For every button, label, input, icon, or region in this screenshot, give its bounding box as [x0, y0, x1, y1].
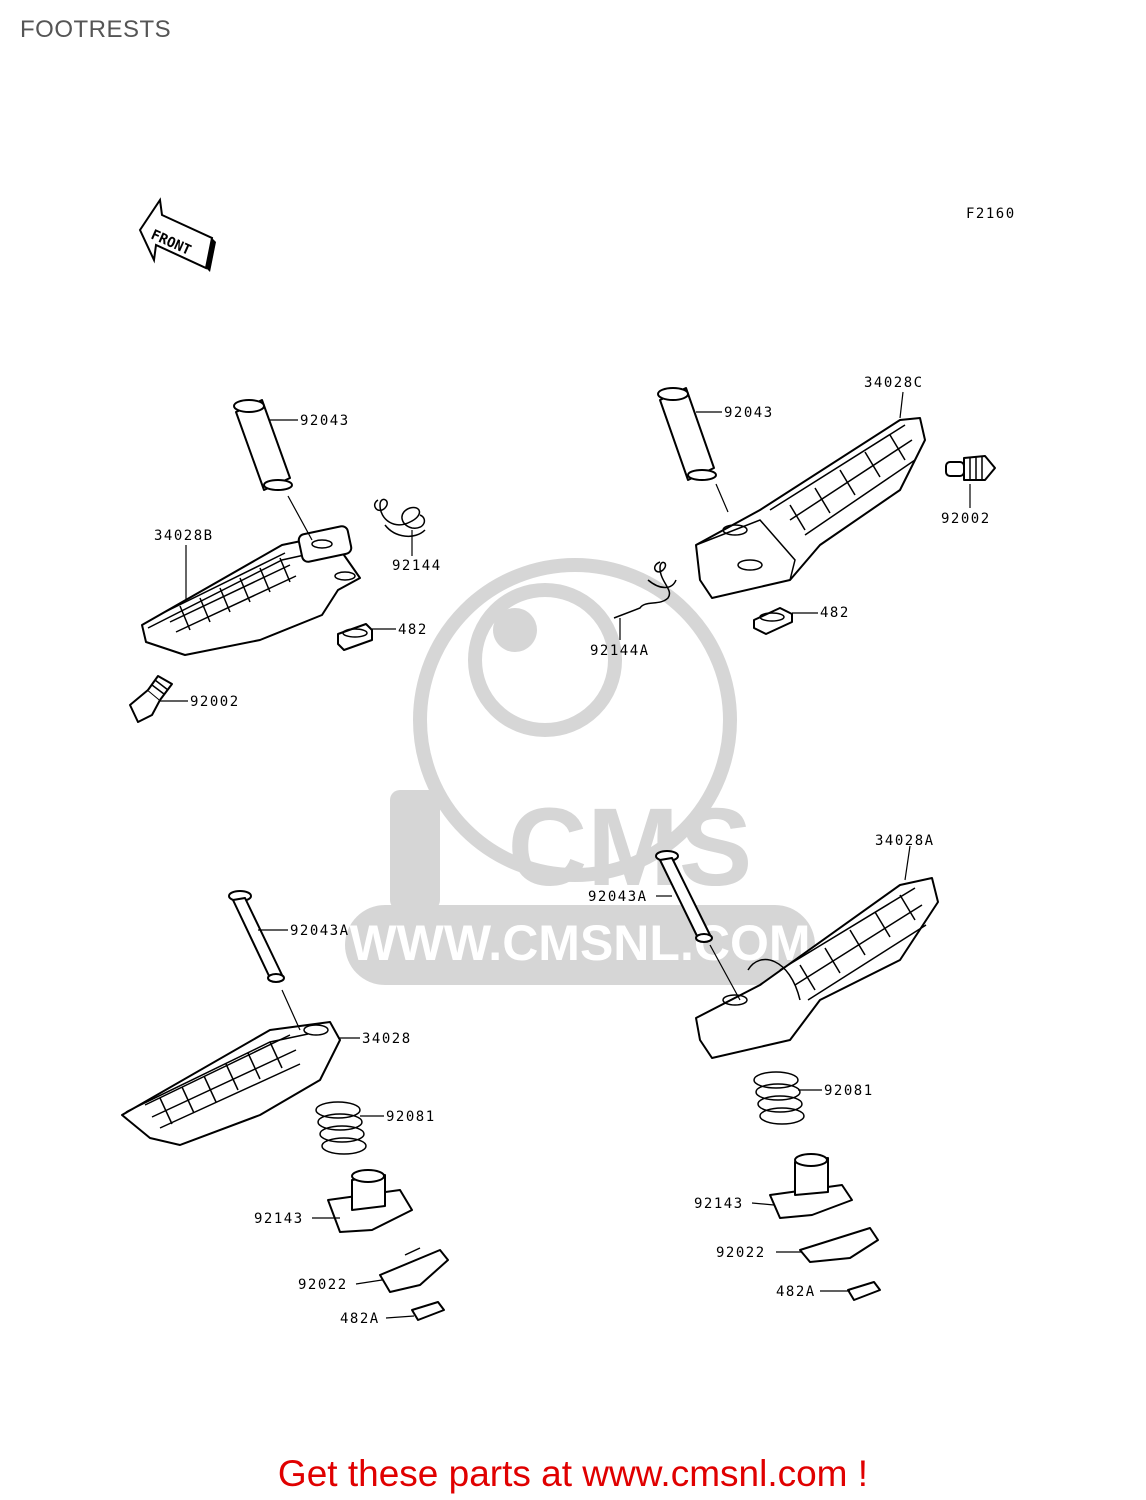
parts-diagram: CMS WWW.CMSNL.COM F2160 FRONT [121, 197, 1016, 1327]
holder-92143-ll [327, 1169, 413, 1233]
figure-code: F2160 [966, 206, 1016, 222]
watermark-ring [413, 558, 737, 882]
upper-left-group [129, 399, 426, 723]
label-92144A-ur: 92144A [590, 643, 650, 659]
watermark-mascot-body [390, 790, 440, 910]
footrest-34028A [695, 877, 939, 1059]
pin-92043A-ll [228, 890, 285, 983]
label-34028A: 34028A [875, 833, 935, 849]
spring-92144A-ur [613, 561, 677, 619]
watermark-url: WWW.CMSNL.COM [349, 915, 810, 971]
label-92144-ul: 92144 [392, 558, 442, 574]
clip-482A-ll [411, 1301, 445, 1321]
label-34028B: 34028B [154, 528, 214, 544]
label-482A-lr: 482A [776, 1284, 816, 1300]
spring-92144-ul [373, 498, 426, 537]
label-92081-lr: 92081 [824, 1083, 874, 1099]
label-92002-ur: 92002 [941, 511, 991, 527]
label-92143-lr: 92143 [694, 1196, 744, 1212]
label-34028: 34028 [362, 1031, 412, 1047]
label-92043-ul: 92043 [300, 413, 350, 429]
clip-482-ur [753, 607, 793, 635]
label-92043A-ll: 92043A [290, 923, 350, 939]
label-92022-lr: 92022 [716, 1245, 766, 1261]
label-92043A-lr: 92043A [588, 889, 648, 905]
pin-92043-ul [233, 399, 293, 491]
plate-92022-ll [379, 1247, 449, 1293]
footer-cta-link[interactable]: Get these parts at www.cmsnl.com ! [277, 1453, 869, 1494]
clip-482A-lr [847, 1281, 881, 1301]
label-92022-ll: 92022 [298, 1277, 348, 1293]
holder-92143-lr [769, 1153, 853, 1219]
label-92143-ll: 92143 [254, 1211, 304, 1227]
stopper-92002-ur [945, 455, 996, 481]
label-92043-ur: 92043 [724, 405, 774, 421]
lower-right-group [655, 845, 939, 1301]
front-arrow-icon: FRONT [138, 197, 216, 272]
pin-92043A-lr [655, 850, 713, 943]
stopper-92002-ul [129, 675, 173, 723]
spring-92081-ll [315, 1101, 367, 1155]
clip-482-ul [337, 623, 373, 651]
footrest-34028C [695, 417, 926, 599]
upper-right-group [613, 387, 996, 640]
watermark-mascot-head [468, 583, 622, 737]
lower-left-group [121, 890, 449, 1321]
footrest-34028 [121, 1021, 341, 1146]
page-title: FOOTRESTS [20, 16, 172, 43]
part-labels: 92043 92144 34028B 482 92002 92043 34028… [154, 375, 991, 1327]
watermark-mascot-eye [493, 608, 537, 652]
plate-92022-lr [799, 1227, 879, 1263]
label-482-ur: 482 [820, 605, 850, 621]
watermark-brand: CMS [508, 786, 752, 909]
footrest-34028B [141, 525, 361, 656]
pin-92043-ur [657, 387, 717, 481]
spring-92081-lr [753, 1071, 805, 1125]
label-92002-ul: 92002 [190, 694, 240, 710]
label-482A-ll: 482A [340, 1311, 380, 1327]
label-92081-ll: 92081 [386, 1109, 436, 1125]
label-482-ul: 482 [398, 622, 428, 638]
label-34028C: 34028C [864, 375, 924, 391]
